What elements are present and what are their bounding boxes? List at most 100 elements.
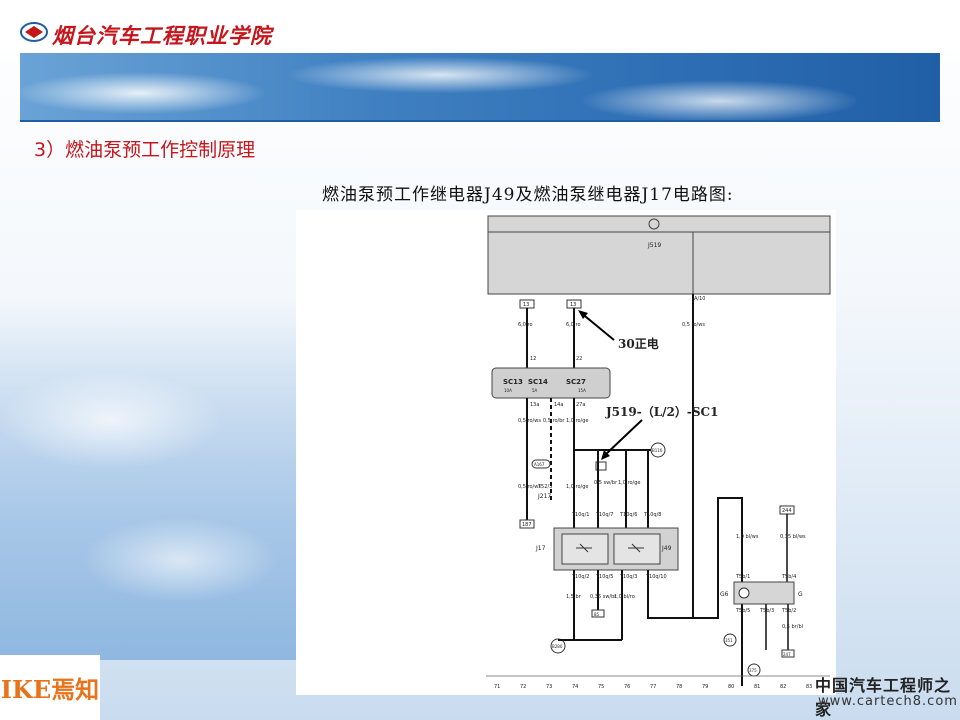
label-sc14: SC14 [528,378,548,386]
label-wire-b1: 1,5 br [566,594,582,600]
label-wire-2: 0,5 ro/br [543,418,565,424]
bottom-number: 71 [494,684,500,690]
label-wire-left-top: 6,0 ro [518,322,533,328]
label-wire-mid-top: 6,0 ro [566,322,581,328]
background-sky [0,300,300,660]
bottom-number: 76 [624,684,630,690]
label-wire-3: 1,0 ro/ge [566,418,588,424]
pump-motor-icon [738,587,750,599]
label-wire-5: 1,0 ro/ge [618,480,640,486]
label-sc14-amp: 5A [532,388,538,393]
arrow-30-line [579,311,615,341]
label-t10-1: T10q/1 [571,512,589,518]
label-wire-a10: 0,5 ro/ws [682,322,705,328]
label-wire-27a-mid: 1,0 ro/ge [566,484,588,490]
label-wire-g1: 1,0 bl/ws [736,534,759,540]
splice-a167 [531,459,551,469]
label-g6: G6 [720,591,729,598]
label-t5b4: T5b/4 [781,574,796,580]
school-logo-icon [20,22,48,42]
bottom-number: 73 [546,684,552,690]
bottom-number: 74 [572,684,578,690]
relay-j49-coil [628,543,644,553]
label-t10-10: T10q/10 [645,574,667,580]
ike-logo: IKE焉知 [0,655,100,720]
label-wire-left-mid: 0,5 ro/ws [518,484,541,490]
label-t5b1: T5b/1 [735,574,750,580]
terminal-187 [519,519,535,529]
ground-symbol-icon [648,218,660,230]
ground-247 [781,649,795,658]
label-sc1: J519-（L/2）-SC1 [605,404,718,419]
label-ground-247: 247 [783,652,791,657]
label-pin-a10: A/10 [694,296,705,302]
label-30-positive: 30正电 [618,336,659,351]
label-a167: A167 [534,462,545,467]
label-wire-1: 0,5 ro/ws [518,418,541,424]
label-wire-g2: 0,35 bl/ws [780,534,806,540]
label-conn-22: 22 [576,356,582,362]
header-banner [20,53,940,120]
bottom-number: 82 [780,684,786,690]
arrow-sc1-head [601,450,610,460]
bottom-number: 80 [728,684,734,690]
label-sc27-amp: 15A [578,388,586,393]
label-wire-g3: 0,5 br/bl [782,624,803,630]
label-wire-b2: 0,35 sw/br [590,594,617,600]
splice-j49-bus [595,461,607,471]
splice-b116 [650,442,666,458]
ike-logo-text: IKE焉知 [0,675,100,704]
bottom-number: 77 [650,684,656,690]
label-terminal-244: 244 [782,508,792,514]
label-t10-8: T10q/8 [643,512,661,518]
label-terminal-left: 13 [523,302,529,308]
header-logo-bar: 烟台汽车工程职业学院 [0,0,960,52]
label-ground-85: 85 [594,612,600,617]
label-conn-12: 12 [530,356,536,362]
bottom-number: 81 [754,684,760,690]
watermark-cn: 中国汽车工程师之家 [815,676,952,719]
label-t10-2: T10q/2 [571,574,589,580]
label-wire-b3: 1,0 bl/ro [614,594,635,600]
label-b116: B116 [652,448,663,453]
label-t10-5: T10q/5 [595,574,613,580]
bottom-number: 79 [702,684,708,690]
bottom-number: 83 [806,684,812,690]
sender-g-box [733,581,795,605]
wire-return-loop [647,497,743,686]
label-conn-27a: 27a [576,402,585,408]
label-j17: J17 [535,545,546,552]
label-j519: J519 [647,242,661,249]
label-conn-14a: 14a [554,402,563,408]
ground-85 [591,609,605,618]
circuit-diagram: J519 A/10 0,5 ro/ws 13 13 6,0 ro 6,0 ro … [296,210,836,695]
label-sc27: SC27 [566,378,586,386]
bottom-numbers: 71 72 73 74 75 76 77 78 79 80 81 82 83 [494,684,812,690]
circuit-svg: J519 A/10 0,5 ro/ws 13 13 6,0 ro 6,0 ro … [486,215,831,690]
watermark-url: www.cartech8.com [818,694,958,709]
label-terminal-mid: 13 [570,302,576,308]
section-title: 3）燃油泵预工作控制原理 [34,139,256,161]
arrow-sc1-line [603,419,643,457]
label-t5b5: T5b/5 [735,608,750,614]
label-t10-7: T10q/7 [595,512,613,518]
label-splice-375: 375 [749,668,757,673]
label-sc13: SC13 [503,378,523,386]
school-name: 烟台汽车工程职业学院 [52,23,272,48]
label-b280: B280 [552,644,563,649]
relay-j17-coil [576,543,592,553]
label-g: G [798,591,803,598]
bottom-number: 78 [676,684,682,690]
label-wire-4: 0,5 sw/br [594,480,618,486]
splice-351 [723,633,737,647]
label-conn-13a: 13a [530,402,539,408]
diagram-title: 燃油泵预工作继电器J49及燃油泵继电器J17电路图: [322,185,734,205]
label-t52: T52/3 [537,484,552,490]
header-divider [20,120,940,122]
label-j49: J49 [661,545,672,552]
label-sc13-amp: 10A [504,388,512,393]
bottom-number: 72 [520,684,526,690]
bottom-number: 75 [598,684,604,690]
label-j217: J217 [537,493,551,500]
label-t10-3: T10q/3 [619,574,637,580]
